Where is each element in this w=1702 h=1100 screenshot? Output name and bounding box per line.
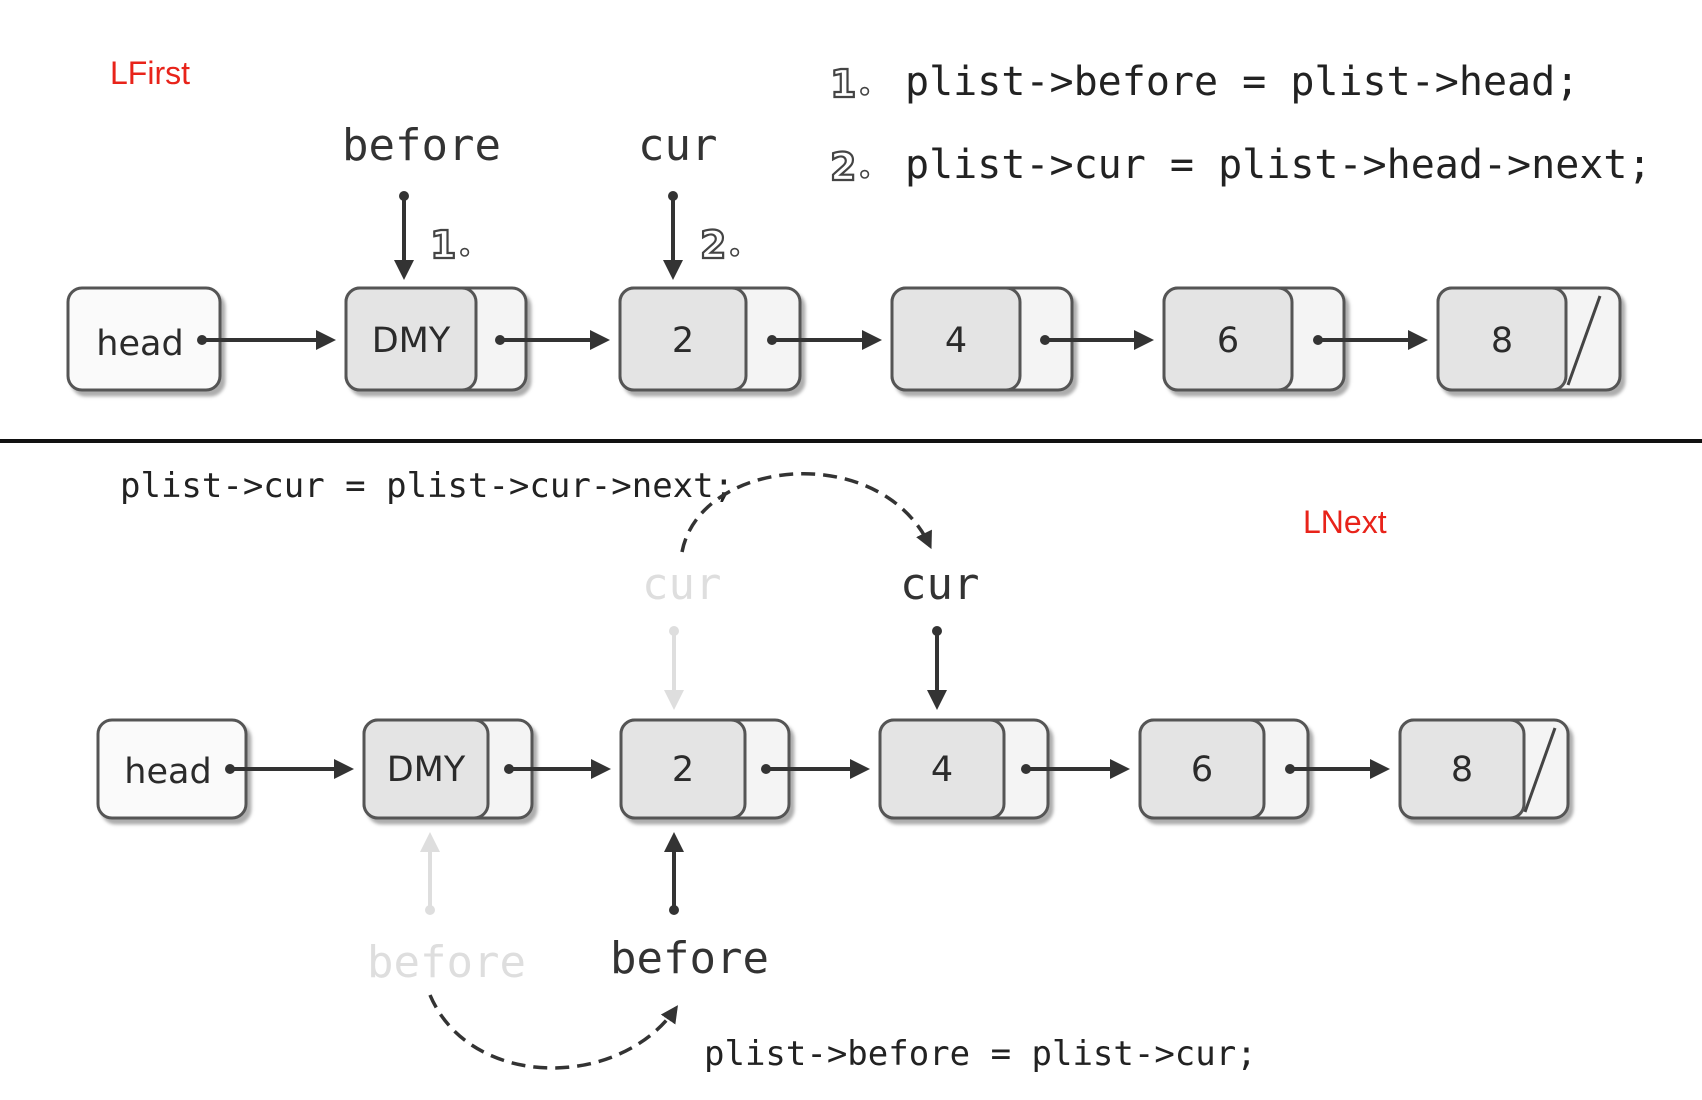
null-pointer-slash bbox=[1566, 295, 1602, 386]
top-node-6-label: 6 bbox=[1217, 321, 1239, 361]
step-dot-1: • bbox=[857, 78, 872, 108]
bottom-node-6-label: 6 bbox=[1191, 750, 1213, 790]
old-cur-pointer-label: cur bbox=[642, 559, 721, 610]
new-before-pointer-arrow bbox=[664, 832, 684, 915]
step-dot-2: • bbox=[857, 161, 872, 191]
before-move-dashed-arrow bbox=[428, 994, 678, 1070]
bottom-head-label: head bbox=[124, 752, 211, 792]
top-node-2-label: 2 bbox=[672, 321, 694, 361]
cur-step-dot: • bbox=[727, 239, 742, 269]
bottom-node-8-label: 8 bbox=[1451, 750, 1473, 790]
cur-move-dashed-arrow bbox=[680, 472, 932, 553]
bottom-node-6: 6 bbox=[1138, 718, 1310, 820]
top-node-dmy-label: DMY bbox=[372, 321, 451, 361]
step-number-2: 2 bbox=[830, 145, 856, 189]
old-cur-pointer-arrow bbox=[664, 626, 684, 710]
bottom-node-4-label: 4 bbox=[931, 750, 953, 790]
code-cur-advance: plist->cur = plist->cur->next; bbox=[120, 466, 734, 506]
top-panel-title: LFirst bbox=[110, 55, 190, 91]
before-pointer-label: before bbox=[342, 120, 501, 171]
top-node-8: 8 bbox=[1436, 286, 1622, 392]
cur-step-mark: 2 bbox=[700, 223, 726, 267]
bottom-node-2: 2 bbox=[619, 718, 791, 820]
bottom-node-2-label: 2 bbox=[672, 750, 694, 790]
code-before-assign: plist->before = plist->head; bbox=[905, 59, 1579, 105]
before-pointer-arrow bbox=[394, 191, 414, 280]
bottom-node-4: 4 bbox=[878, 718, 1050, 820]
top-node-dmy: DMY bbox=[344, 286, 528, 392]
code-cur-assign: plist->cur = plist->head->next; bbox=[905, 142, 1652, 188]
cur-pointer-arrow bbox=[663, 191, 683, 280]
cur-pointer-label: cur bbox=[638, 120, 717, 171]
new-cur-pointer-label: cur bbox=[900, 559, 979, 610]
top-node-4-label: 4 bbox=[945, 321, 967, 361]
new-before-pointer-label: before bbox=[610, 933, 769, 984]
bottom-panel-title: LNext bbox=[1303, 504, 1387, 540]
code-before-advance: plist->before = plist->cur; bbox=[704, 1034, 1257, 1074]
top-panel: LFirst 1 • plist->before = plist->head; … bbox=[66, 55, 1652, 392]
old-before-pointer-arrow bbox=[420, 832, 440, 915]
bottom-panel: LNext plist->cur = plist->cur->next; pli… bbox=[96, 466, 1570, 1074]
bottom-node-dmy-label: DMY bbox=[387, 750, 466, 790]
step-number-1: 1 bbox=[830, 62, 856, 106]
top-head-box: head bbox=[66, 286, 222, 392]
top-node-4: 4 bbox=[890, 286, 1074, 392]
top-head-label: head bbox=[96, 324, 183, 364]
top-node-8-label: 8 bbox=[1491, 321, 1513, 361]
new-cur-pointer-arrow bbox=[927, 626, 947, 710]
bottom-head-box: head bbox=[96, 718, 248, 820]
top-node-6: 6 bbox=[1162, 286, 1346, 392]
old-before-pointer-label: before bbox=[367, 937, 526, 988]
bottom-node-8: 8 bbox=[1398, 718, 1570, 820]
bottom-node-dmy: DMY bbox=[362, 718, 534, 820]
bottom-null-pointer-slash bbox=[1523, 727, 1557, 813]
top-code-line-1: 1 • plist->before = plist->head; bbox=[829, 59, 1579, 109]
before-step-mark: 1 bbox=[430, 223, 456, 267]
before-step-dot: • bbox=[457, 239, 472, 269]
top-code-line-2: 2 • plist->cur = plist->head->next; bbox=[829, 142, 1652, 192]
